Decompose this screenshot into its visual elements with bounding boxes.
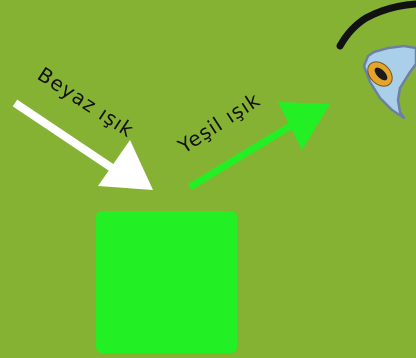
reflected-light-arrow xyxy=(188,102,330,190)
eye-icon xyxy=(336,0,416,120)
green-object xyxy=(96,211,237,353)
incoming-light-arrow xyxy=(12,99,153,190)
